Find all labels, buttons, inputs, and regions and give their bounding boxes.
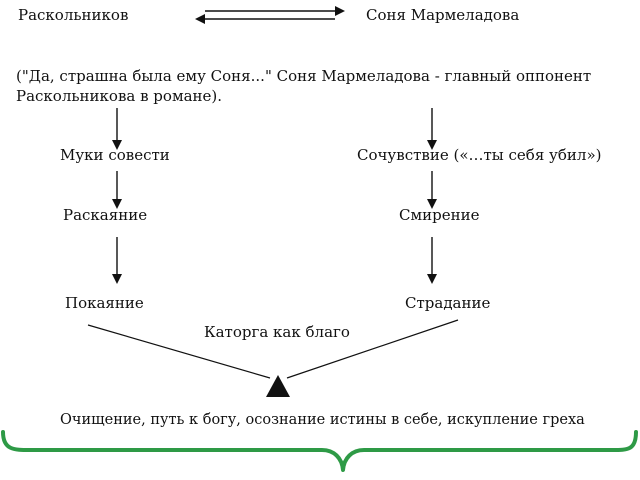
right-node-1: Сочувствие («…ты себя убил»): [357, 146, 602, 164]
intro-paragraph: ("Да, страшна была ему Соня..." Соня Мар…: [16, 66, 636, 106]
name-sonya: Соня Мармеладова: [366, 6, 520, 24]
right-node-2: Смирение: [399, 206, 480, 224]
converge-line-right: [286, 319, 459, 379]
apex-triangle: [266, 375, 290, 397]
intro-line-2: Раскольникова в романе).: [16, 87, 223, 105]
conclusion-text: Очищение, путь к богу, осознание истины …: [60, 412, 585, 428]
curly-brace: [1, 430, 638, 472]
bridge-label: Каторга как благо: [204, 323, 350, 341]
name-raskolnikov: Раскольников: [18, 6, 129, 24]
right-node-3: Страдание: [405, 294, 491, 312]
left-node-1: Муки совести: [60, 146, 170, 164]
left-node-3: Покаяние: [65, 294, 144, 312]
intro-line-1: ("Да, страшна была ему Соня..." Соня Мар…: [16, 67, 592, 85]
left-node-2: Раскаяние: [63, 206, 148, 224]
converge-line-left: [87, 324, 271, 379]
